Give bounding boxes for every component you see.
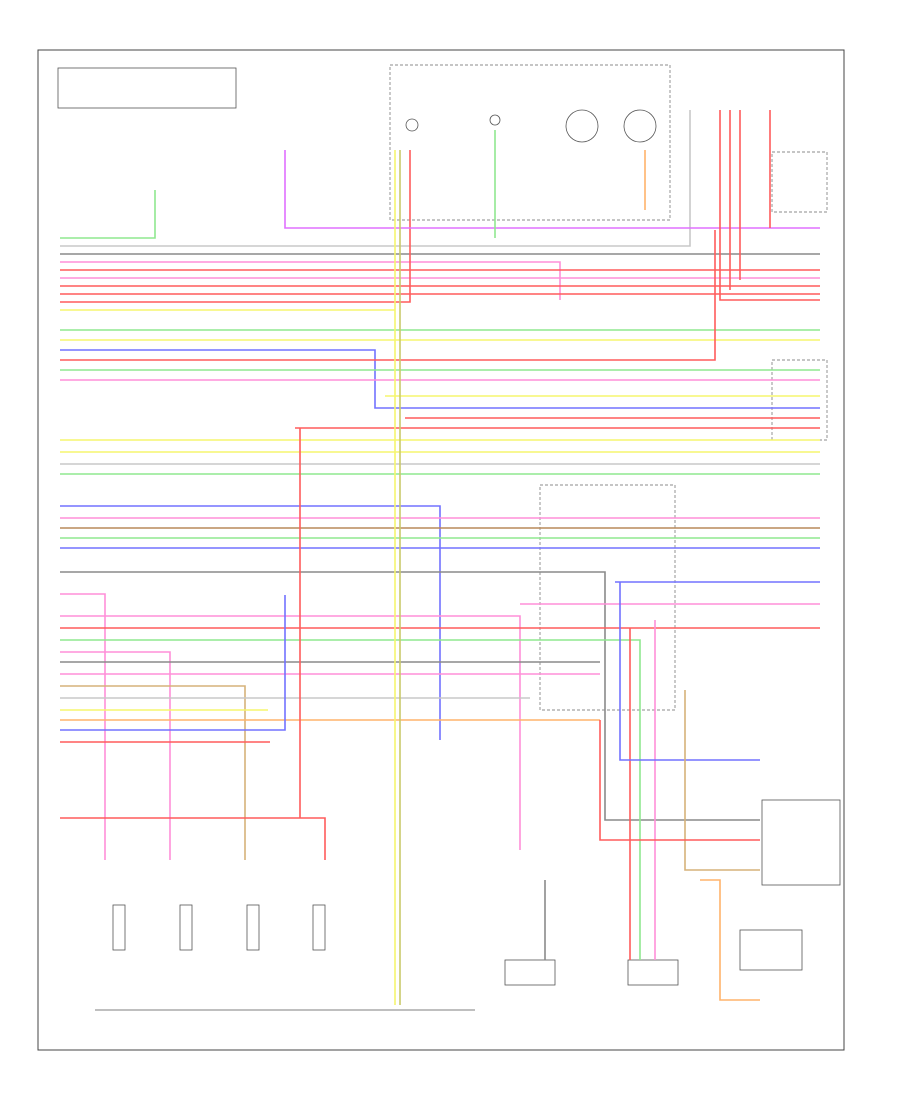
gauge-left xyxy=(565,109,599,143)
diagram-frame xyxy=(37,49,845,1051)
wire-v-285 xyxy=(284,150,820,229)
wire-h-302 xyxy=(60,150,411,303)
wire-h-238 xyxy=(60,190,156,239)
bottom-sensor-2 xyxy=(179,904,193,951)
wire-h-350 xyxy=(60,349,820,409)
component-box-top-left xyxy=(57,67,237,109)
indicator-lamp-2 xyxy=(489,114,501,126)
wire-h-360 xyxy=(60,230,716,361)
component-box-right-lower xyxy=(761,799,841,886)
wire-v-720 xyxy=(719,110,820,301)
wire-v-620 xyxy=(619,582,760,761)
component-box-right-upper xyxy=(771,151,828,213)
wire-h-730 xyxy=(60,595,286,731)
wire-v-700 xyxy=(700,879,760,1001)
gauge-right xyxy=(623,109,657,143)
wire-h-594 xyxy=(60,593,106,860)
wire-v-600 xyxy=(599,720,760,841)
wire-h-818 xyxy=(60,817,326,860)
wire-h-616 xyxy=(60,615,521,850)
indicator-lamp-1 xyxy=(405,118,419,132)
bottom-sensor-4 xyxy=(312,904,326,951)
wire-h-572 xyxy=(60,571,760,821)
wire-group xyxy=(60,110,820,1005)
bottom-connector-2 xyxy=(627,959,679,986)
wire-h-506 xyxy=(60,505,441,740)
component-box-instrument-cluster xyxy=(389,64,671,221)
bottom-connector-1 xyxy=(504,959,556,986)
wire-h-652 xyxy=(60,651,171,860)
wire-h-246 xyxy=(60,110,691,247)
component-box-center-dashed xyxy=(539,484,676,711)
wire-h-686 xyxy=(60,685,246,860)
bottom-sensor-3 xyxy=(246,904,260,951)
component-box-right-bottom xyxy=(739,929,803,971)
bottom-sensor-1 xyxy=(112,904,126,951)
wire-h-262 xyxy=(60,261,561,300)
wire-h-640 xyxy=(60,639,641,960)
wire-v-685 xyxy=(684,690,760,871)
